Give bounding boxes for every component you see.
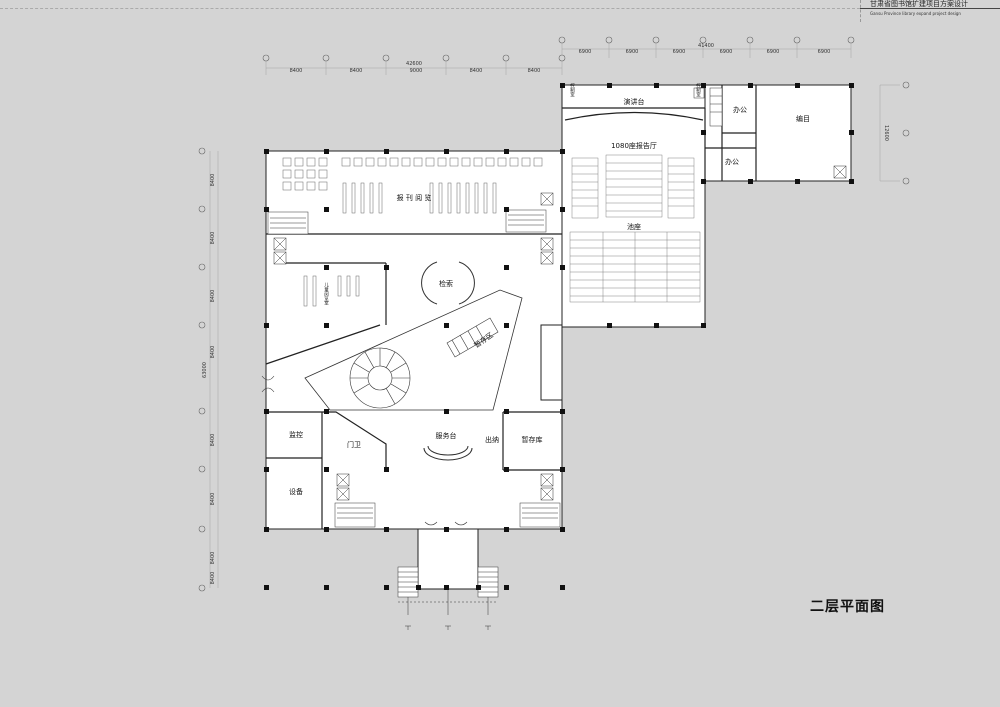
label-equipment: 设备 (289, 487, 303, 496)
label-control-left: 控制室 (570, 82, 575, 97)
dim-top-right-bay: 6900 (626, 49, 639, 55)
dim-left-bay: 8400 (210, 572, 216, 585)
dim-left-bay: 8400 (210, 493, 216, 506)
dim-top-right-bay: 6900 (579, 49, 592, 55)
axis-bubbles (198, 36, 910, 592)
label-monitor: 监控 (289, 430, 303, 439)
label-service-desk: 服务台 (436, 431, 457, 440)
label-office-b: 办公 (725, 157, 739, 166)
label-auditorium: 1080座报告厅 (611, 141, 657, 150)
service-desk (423, 445, 473, 461)
dim-right-bay: 12600 (883, 125, 889, 141)
title-block: 甘肃省图书馆扩建项目方案设计 Gansu Province library ex… (860, 0, 1000, 22)
label-temp-storage: 暂存库 (522, 435, 543, 444)
dim-left-total: 63000 (202, 362, 208, 378)
label-periodicals: 报 刊 阅 览 (397, 193, 432, 202)
label-stage: 演讲台 (624, 97, 645, 106)
dim-left-bay: 8400 (210, 434, 216, 447)
auditorium-seats (569, 154, 701, 303)
dim-top-left-total: 42600 (406, 61, 422, 67)
label-search: 检索 (439, 279, 453, 288)
label-editing: 编目 (796, 114, 810, 123)
dim-top-right-bay: 6900 (673, 49, 686, 55)
label-stalls: 池座 (627, 222, 641, 231)
dim-left-bay: 8400 (210, 290, 216, 303)
dim-top-right-total: 41400 (698, 43, 714, 49)
dim-top-left-bay: 9000 (410, 68, 423, 74)
stair-cores (267, 87, 723, 528)
columns (264, 83, 854, 590)
doors (261, 375, 468, 526)
search-desk (421, 261, 475, 305)
dim-left-bay: 8400 (210, 174, 216, 187)
dim-left-bay: 8400 (210, 232, 216, 245)
drawing-title: 二层平面图 (810, 599, 885, 615)
label-guard: 门卫 (347, 440, 361, 449)
label-lending: 出纳 (485, 435, 499, 444)
dim-top-left-bay: 8400 (290, 68, 303, 74)
interior-walls (265, 85, 757, 529)
title-block-border (0, 8, 860, 9)
dim-top-right-bay: 6900 (767, 49, 780, 55)
dim-left-bay: 8400 (210, 346, 216, 359)
dim-left-bay: 8400 (210, 552, 216, 565)
room-labels: 报 刊 阅 览 儿童阅览室 检索 暂存区 服务台 监控 门卫 设备 出纳 暂存库… (289, 82, 810, 496)
dim-top-left-bay: 8400 (470, 68, 483, 74)
project-subtitle: Gansu Province library expand project de… (870, 11, 961, 16)
diagonal-zone (304, 289, 523, 411)
project-title: 甘肃省图书馆扩建项目方案设计 (870, 0, 968, 8)
dim-top-right-bay: 6900 (720, 49, 733, 55)
label-children: 儿童阅览室 (324, 282, 329, 306)
elevators (273, 87, 847, 501)
dim-top-left-bay: 8400 (350, 68, 363, 74)
reading-tables (282, 157, 543, 191)
dimension-labels: 42600 8400 8400 9000 8400 8400 41400 690… (202, 43, 889, 584)
escalator (446, 317, 499, 358)
bookshelves (303, 182, 497, 307)
dim-top-right-bay: 6900 (818, 49, 831, 55)
entrance-stairs (397, 566, 499, 630)
spiral-stair (349, 347, 411, 409)
label-control-right: 控制室 (696, 82, 701, 97)
dim-top-left-bay: 8400 (528, 68, 541, 74)
label-office-a: 办公 (733, 105, 747, 114)
